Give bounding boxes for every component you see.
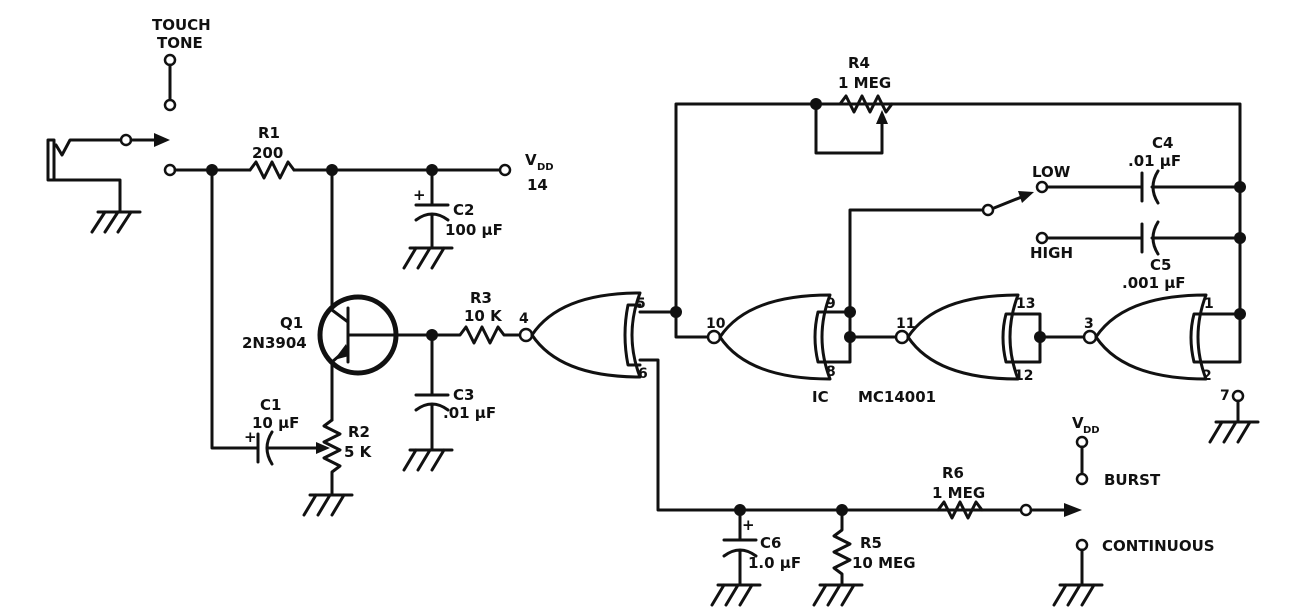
c3-capacitor: C3 .01 µF (402, 333, 496, 472)
r1-value: 200 (252, 144, 283, 162)
c2-value: 100 µF (445, 221, 503, 239)
low-label: LOW (1032, 163, 1071, 181)
svg-text:V: V (525, 151, 537, 169)
r6-resistor: R6 1 MEG (932, 464, 985, 520)
nor-gate-2: 10 9 8 (706, 293, 836, 381)
svg-text:DD: DD (1083, 425, 1100, 436)
q1-transistor: Q1 2N3904 (242, 168, 434, 422)
r5-value: 10 MEG (852, 554, 916, 572)
svg-text:V: V (1072, 414, 1084, 432)
svg-text:2: 2 (1202, 368, 1212, 384)
svg-text:6: 6 (638, 366, 648, 382)
svg-text:MC14001: MC14001 (858, 388, 936, 406)
continuous-label: CONTINUOUS (1102, 537, 1215, 555)
svg-text:12: 12 (1014, 368, 1033, 384)
svg-text:4: 4 (519, 311, 529, 327)
ic-label: IC MC14001 (812, 388, 936, 406)
c6-value: 1.0 µF (748, 554, 801, 572)
c1-value: 10 µF (252, 414, 299, 432)
mode-switch[interactable]: V DD BURST CONTINUOUS (1052, 414, 1215, 607)
nor-gate-4: 3 1 2 (1084, 293, 1214, 384)
svg-text:5: 5 (636, 296, 646, 312)
high-label: HIGH (1030, 244, 1073, 262)
c5-ref: C5 (1150, 256, 1171, 274)
r6-ref: R6 (942, 464, 964, 482)
svg-text:10: 10 (706, 316, 726, 332)
r6-value: 1 MEG (932, 484, 985, 502)
c6-capacitor: + C6 1.0 µF (710, 508, 801, 607)
vdd-14-label: V DD 14 (525, 151, 554, 194)
input-jack (46, 138, 142, 234)
nor-gate-1: 4 5 6 (519, 291, 648, 382)
r2-potentiometer[interactable]: R2 5 K (302, 418, 373, 517)
r5-ref: R5 (860, 534, 882, 552)
svg-text:+: + (413, 186, 426, 204)
svg-text:IC: IC (812, 388, 829, 406)
c2-capacitor: + C2 100 µF (402, 168, 503, 270)
c2-ref: C2 (453, 201, 474, 219)
r5-resistor: R5 10 MEG (812, 508, 916, 607)
c5-value: .001 µF (1122, 274, 1186, 292)
r2-ref: R2 (348, 423, 370, 441)
r4-ref: R4 (848, 54, 870, 72)
pitch-switch[interactable]: LOW HIGH (848, 163, 1073, 314)
svg-text:+: + (244, 428, 257, 446)
svg-text:DD: DD (537, 162, 554, 173)
c3-ref: C3 (453, 386, 474, 404)
r4-potentiometer[interactable]: R4 1 MEG (814, 54, 894, 155)
tone-label: TONE (157, 34, 203, 52)
r1-ref: R1 (258, 124, 280, 142)
c3-value: .01 µF (443, 404, 496, 422)
c6-ref: C6 (760, 534, 781, 552)
svg-text:14: 14 (527, 176, 548, 194)
c4-capacitor: C4 .01 µF (1045, 134, 1242, 205)
pin7-ground: 7 (1208, 388, 1260, 444)
svg-text:3: 3 (1084, 316, 1094, 332)
svg-text:8: 8 (826, 364, 836, 380)
c4-value: .01 µF (1128, 152, 1181, 170)
svg-text:11: 11 (896, 316, 915, 332)
nor-gate-3: 11 13 12 (896, 293, 1035, 384)
q1-ref: Q1 (280, 314, 303, 332)
c1-capacitor: + C1 10 µF (244, 396, 330, 466)
svg-text:7: 7 (1220, 388, 1230, 404)
c5-capacitor: C5 .001 µF (1045, 220, 1242, 292)
r1-resistor: R1 200 (248, 124, 296, 180)
q1-type: 2N3904 (242, 334, 307, 352)
r2-value: 5 K (344, 443, 373, 461)
svg-text:13: 13 (1016, 296, 1035, 312)
touch-label: TOUCH (152, 16, 211, 34)
svg-text:1: 1 (1204, 296, 1214, 312)
r3-ref: R3 (470, 289, 492, 307)
touch-tone-switch[interactable]: TOUCH TONE (119, 16, 211, 177)
r3-resistor: R3 10 K (430, 289, 522, 345)
r4-value: 1 MEG (838, 74, 891, 92)
r3-value: 10 K (464, 307, 503, 325)
burst-label: BURST (1104, 471, 1161, 489)
c1-ref: C1 (260, 396, 281, 414)
svg-text:+: + (742, 516, 755, 534)
c4-ref: C4 (1152, 134, 1173, 152)
svg-text:9: 9 (826, 296, 836, 312)
